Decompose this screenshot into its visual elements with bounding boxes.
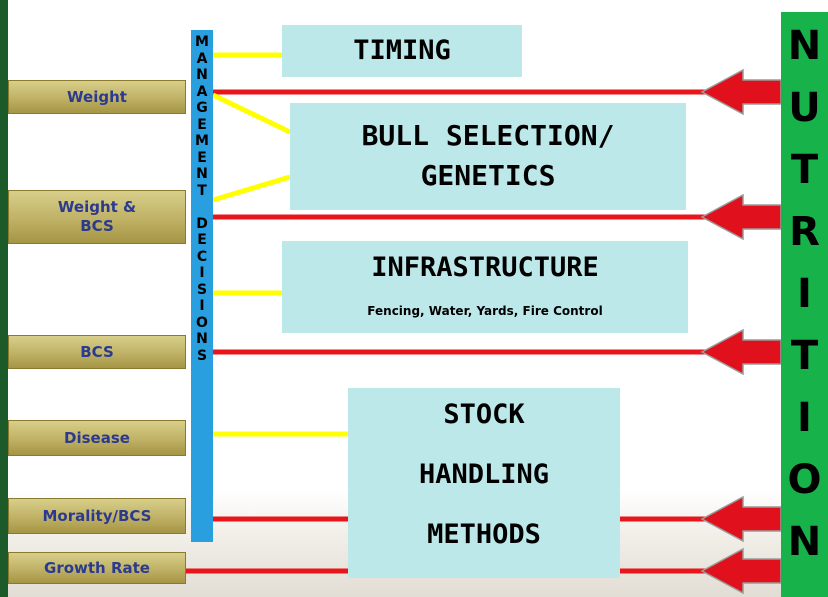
nutrition-letter: I xyxy=(797,395,812,441)
management-letter: S xyxy=(196,281,208,298)
nutrition-letter: N xyxy=(787,519,822,565)
management-letter: E xyxy=(197,116,207,133)
bull-selection-box: BULL SELECTION/ GENETICS xyxy=(290,103,686,210)
management-letter: C xyxy=(196,248,208,265)
management-letter: E xyxy=(197,149,207,166)
management-letter: I xyxy=(199,298,205,314)
nutrition-letter: T xyxy=(790,333,819,379)
stock-handling-box: STOCK HANDLING METHODS xyxy=(348,388,620,578)
timing-label: TIMING xyxy=(353,35,451,66)
nutrition-letter: O xyxy=(787,457,822,503)
management-letter: G xyxy=(196,100,208,116)
yellow-line-bull-b xyxy=(212,174,291,203)
nutrition-letter: N xyxy=(787,23,822,69)
management-letter: M xyxy=(195,34,209,50)
management-letter: N xyxy=(196,331,208,347)
bull-selection-line1: BULL SELECTION/ xyxy=(361,119,615,152)
nutrition-letter: R xyxy=(789,209,820,255)
arrow-icon xyxy=(700,495,782,543)
management-letter: N xyxy=(196,67,208,83)
left-label: Disease xyxy=(8,420,186,456)
left-label: BCS xyxy=(8,335,186,369)
management-letter: M xyxy=(195,133,209,149)
nutrition-letter: I xyxy=(797,271,812,317)
management-letter: T xyxy=(197,182,207,199)
left-label: Morality/BCS xyxy=(8,498,186,534)
management-letter: A xyxy=(196,50,208,67)
bull-selection-line2: GENETICS xyxy=(420,159,556,192)
left-label: Growth Rate xyxy=(8,552,186,584)
arrow-icon xyxy=(700,193,782,241)
management-letter: N xyxy=(196,166,208,182)
timing-box: TIMING xyxy=(282,25,522,77)
arrow-icon xyxy=(700,328,782,376)
left-label: Weight xyxy=(8,80,186,114)
infrastructure-subtitle: Fencing, Water, Yards, Fire Control xyxy=(367,304,603,318)
management-letter: D xyxy=(196,215,208,232)
infrastructure-title: INFRASTRUCTURE xyxy=(371,252,599,283)
yellow-line-bull-a xyxy=(211,92,292,135)
infrastructure-box: INFRASTRUCTURE Fencing, Water, Yards, Fi… xyxy=(282,241,688,333)
nutrition-letter: T xyxy=(790,147,819,193)
left-label: Weight & BCS xyxy=(8,190,186,244)
left-green-stripe xyxy=(0,0,8,597)
arrow-icon xyxy=(700,547,782,595)
management-letter: O xyxy=(196,314,208,331)
stock-handling-line2: HANDLING xyxy=(418,459,550,490)
stock-handling-line1: STOCK xyxy=(443,399,525,430)
arrow-icon xyxy=(700,68,782,116)
nutrition-letter: U xyxy=(788,85,821,131)
management-letter: I xyxy=(199,265,205,281)
management-letter: S xyxy=(196,347,208,364)
stock-handling-line3: METHODS xyxy=(427,519,541,550)
management-letter: A xyxy=(196,83,208,100)
management-letter: E xyxy=(197,232,207,248)
